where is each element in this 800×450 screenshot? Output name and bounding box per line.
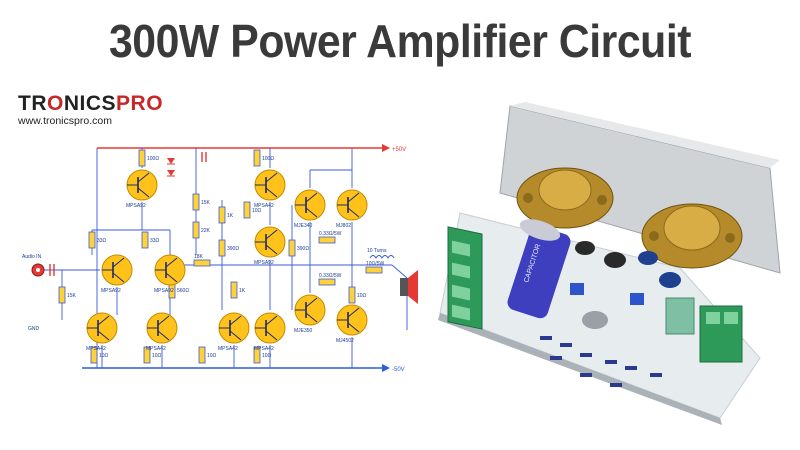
svg-text:390Ω: 390Ω [297,246,309,252]
bias-diodes [167,158,175,177]
transistor-q9: MPSA42 [254,312,286,352]
svg-text:10Ω/5W: 10Ω/5W [366,261,384,267]
svg-text:MPSA92: MPSA92 [154,288,174,294]
resistor-r5: 33Ω [141,231,160,249]
svg-text:0.33Ω/5W: 0.33Ω/5W [319,231,342,237]
svg-text:390Ω: 390Ω [227,246,239,252]
resistor-r14: 1K [230,281,246,299]
amplifier-schematic: +50V -50V [22,144,418,373]
resistor-r21: 10Ω/5W [365,261,384,274]
resistor-r15: 10Ω [90,346,109,364]
resistor-r10: 390Ω [218,239,239,257]
output-inductor: 10 Turns [367,248,395,259]
resistor-r7: 100Ω [253,149,274,167]
transistor-q5: MPSA42 [146,312,178,352]
supply-rails: +50V -50V [82,144,406,373]
amplifier-board-photo: CAPACITOR [438,102,781,425]
svg-text:33Ω: 33Ω [150,238,160,244]
heatsink-edge [510,102,780,168]
resistor-r17: 10Ω [198,346,217,364]
gnd-label: GND [28,326,40,332]
resistor-r16: 10Ω [143,346,162,364]
input-capacitor [49,264,55,276]
terminal-block-right [699,305,743,363]
svg-text:MPSA92: MPSA92 [101,288,121,294]
resistor-r9: 10Ω [243,201,262,219]
svg-text:MPSA42: MPSA42 [146,346,166,352]
logo-wordmark: TRONICSPRO [18,92,164,115]
svg-text:560Ω: 560Ω [177,288,189,294]
input-jack: Audio IN GND [22,254,45,332]
resistor-r22: 10Ω [348,286,367,304]
svg-text:MJ4502: MJ4502 [336,338,354,344]
svg-text:MJE350: MJE350 [294,328,313,334]
transistor-q12: MJ802 [336,189,368,229]
svg-text:22K: 22K [201,228,211,234]
resistor-r6: 15K [58,286,77,304]
output-coil-label: 10 Turns [367,248,387,254]
power-transistor-1 [516,167,614,229]
resistor-r2: 15K [192,193,211,211]
transistor-q13: MJ4502 [336,304,368,344]
svg-text:15K: 15K [201,200,211,206]
rail-negative-label: -50V [392,367,405,373]
svg-text:MPSA42: MPSA42 [254,346,274,352]
svg-text:10Ω: 10Ω [357,293,367,299]
svg-text:1K: 1K [239,288,246,294]
svg-text:MPSA42: MPSA42 [218,346,238,352]
svg-text:MPSA92: MPSA92 [254,260,274,266]
svg-text:15K: 15K [67,293,77,299]
svg-text:MJ802: MJ802 [336,223,351,229]
small-capacitors [570,241,695,335]
transistor-q2: MPSA92 [101,254,133,294]
resistors: 100Ω 15K 22K 33Ω 33Ω 15K 100Ω 1K 10Ω 390Ω 390Ω 18K 5… [58,149,384,364]
speaker [400,270,418,304]
svg-text:MPSA92: MPSA92 [126,203,146,209]
power-transistor-2 [641,203,743,269]
resistor-r18: 10Ω [253,346,272,364]
svg-text:33Ω: 33Ω [97,238,107,244]
svg-text:10Ω: 10Ω [262,353,272,359]
brand-logo[interactable]: TRONICSPRO www.tronicspro.com [18,92,163,127]
svg-text:100Ω: 100Ω [262,156,274,162]
svg-text:10Ω: 10Ω [99,353,109,359]
svg-text:MPSA42: MPSA42 [86,346,106,352]
svg-text:0.33Ω/5W: 0.33Ω/5W [319,273,342,279]
resistor-r11: 390Ω [288,239,309,257]
transistor-q3: MPSA92 [154,254,186,294]
transistor-q1: MPSA92 [126,169,158,209]
transistor-q10: MJE340 [294,189,326,229]
svg-text:10Ω: 10Ω [252,208,262,214]
resistor-r3: 22K [192,221,211,239]
transistor-q4: MPSA42 [86,312,118,352]
transistor-q7: MPSA92 [254,226,286,266]
svg-text:1K: 1K [227,213,234,219]
resistor-r19: 0.33Ω/5W [318,231,342,244]
logo-url: www.tronicspro.com [18,115,112,127]
svg-text:100Ω: 100Ω [147,156,159,162]
electrolytic-capacitor-large: CAPACITOR [507,219,571,319]
pcb-edge [438,313,722,425]
smd-components [540,336,662,387]
resistor-r20: 0.33Ω/5W [318,273,342,286]
resistor-r4: 33Ω [88,231,107,249]
svg-text:MJE340: MJE340 [294,223,313,229]
resistor-r8: 1K [218,206,234,224]
page-title: 300W Power Amplifier Circuit [108,15,692,67]
resistor-r1: 100Ω [138,149,159,167]
transistor-q11: MJE350 [294,294,326,334]
audio-in-label: Audio IN [22,254,42,260]
transistor-q6: MPSA42 [254,169,286,209]
svg-text:18K: 18K [194,254,204,260]
rail-positive-label: +50V [392,147,406,153]
svg-text:10Ω: 10Ω [207,353,217,359]
resistor-r12: 18K [193,254,211,267]
svg-text:10Ω: 10Ω [152,353,162,359]
svg-text:MPSA42: MPSA42 [254,203,274,209]
transistor-q8: MPSA42 [218,312,250,352]
terminal-block-left [447,226,483,330]
filter-capacitor [201,152,207,162]
